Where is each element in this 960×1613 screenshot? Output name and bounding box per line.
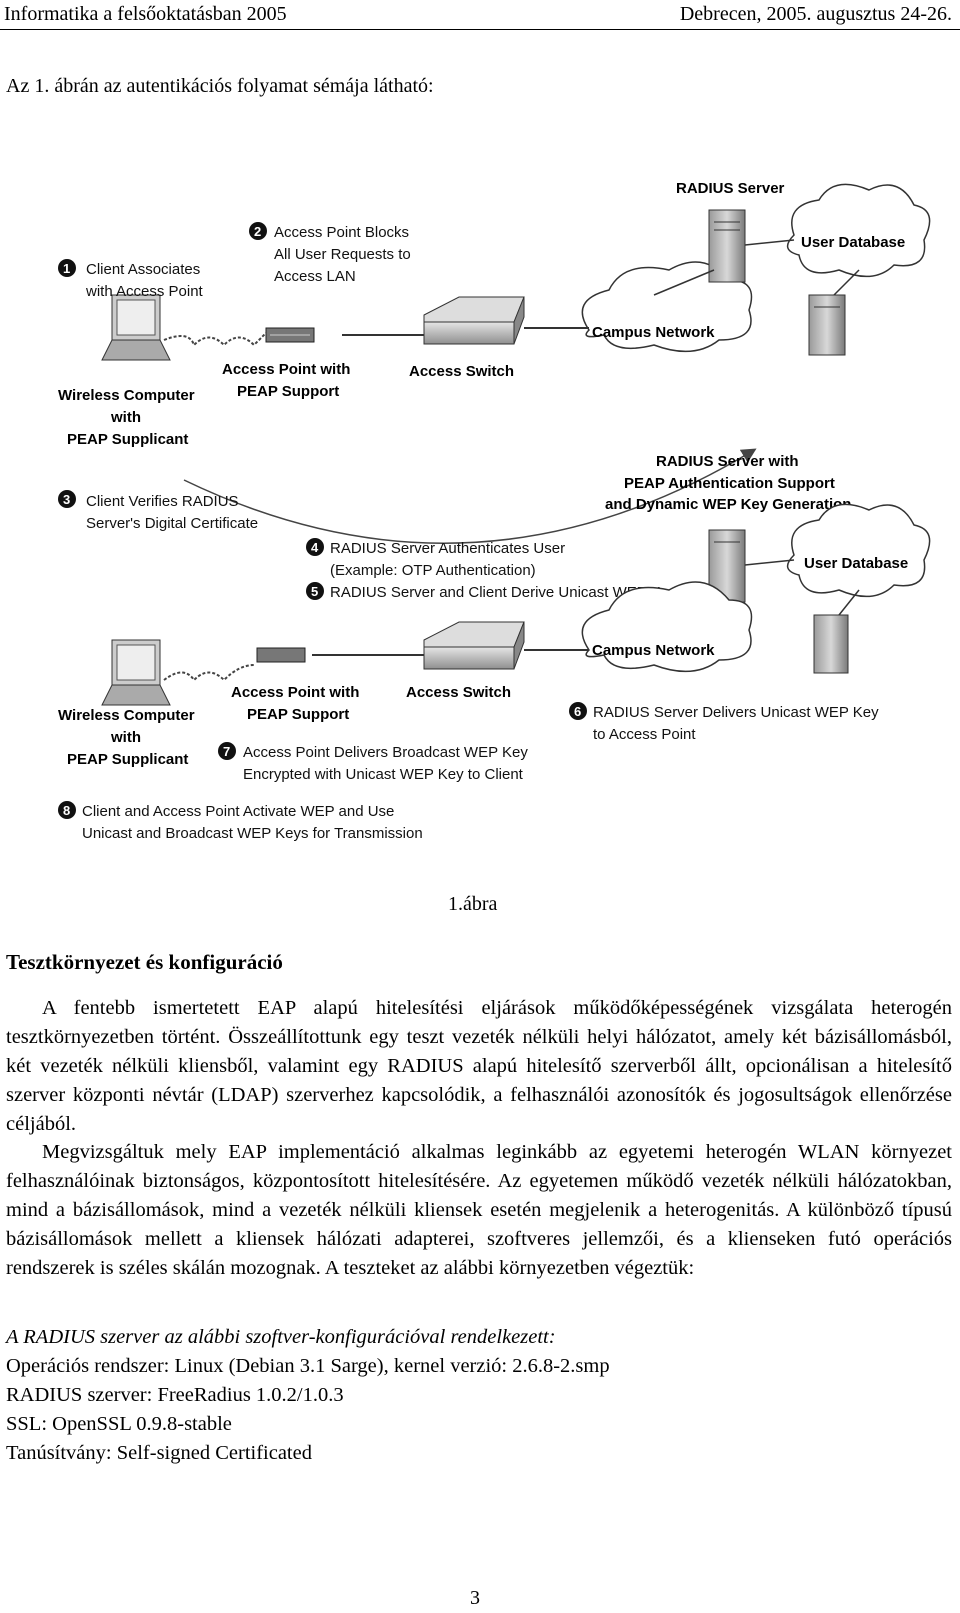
paragraph-2: Megvizsgáltuk mely EAP implementáció alk…	[6, 1141, 952, 1279]
access-switch-label-top: Access Switch	[409, 363, 514, 380]
svg-text:3: 3	[63, 492, 70, 507]
user-database-cloud-bottom	[786, 503, 931, 598]
figure-caption: 1.ábra	[448, 893, 498, 915]
step-8-line-1: Client and Access Point Activate WEP and…	[82, 803, 394, 820]
campus-network-cloud-bottom	[581, 581, 753, 673]
access-point-label-top-2: PEAP Support	[237, 383, 339, 400]
config-line-radius: RADIUS szerver: FreeRadius 1.0.2/1.0.3	[6, 1384, 344, 1406]
config-block: A RADIUS szerver az alábbi szoftver-konf…	[6, 1323, 610, 1468]
step-7-badge: 7	[218, 742, 236, 760]
config-line-cert: Tanúsítvány: Self-signed Certificated	[6, 1442, 312, 1464]
radius-server-icon	[708, 209, 746, 283]
wireless-label-bottom-2: with	[110, 729, 141, 746]
step-3-line-2: Server's Digital Certificate	[86, 515, 258, 532]
wireless-label-top-2: with	[110, 409, 141, 426]
step-4-line-1: RADIUS Server Authenticates User	[330, 540, 565, 557]
access-point-label-bottom-2: PEAP Support	[247, 706, 349, 723]
wireless-label-top-1: Wireless Computer	[58, 387, 195, 404]
wireless-label-bottom-1: Wireless Computer	[58, 707, 195, 724]
step-8-line-2: Unicast and Broadcast WEP Keys for Trans…	[82, 825, 423, 842]
database-server-icon-bottom	[813, 614, 849, 674]
svg-text:6: 6	[574, 704, 581, 719]
user-database-label-top: User Database	[801, 234, 905, 251]
step-1-line-2: with Access Point	[85, 283, 204, 300]
running-header-left: Informatika a felsőoktatásban 2005	[4, 3, 287, 25]
access-point-label-bottom-1: Access Point with	[231, 684, 359, 701]
config-heading: A RADIUS szerver az alábbi szoftver-konf…	[6, 1326, 556, 1348]
database-server-icon-top	[808, 294, 846, 356]
verification-arrow	[183, 448, 757, 544]
step-3-badge: 3	[58, 490, 76, 508]
page-number: 3	[470, 1587, 480, 1609]
step-4-badge: 4	[306, 538, 324, 556]
step-2-badge: 2	[249, 222, 267, 240]
user-database-cloud-top	[786, 183, 931, 278]
step-1-line-1: Client Associates	[86, 261, 200, 278]
laptop-icon-bottom	[101, 639, 171, 706]
step-4-line-2: (Example: OTP Authentication)	[330, 562, 536, 579]
svg-text:8: 8	[63, 803, 70, 818]
svg-text:7: 7	[223, 744, 230, 759]
step-7-line-1: Access Point Delivers Broadcast WEP Key	[243, 744, 528, 761]
intro-sentence: Az 1. ábrán az autentikációs folyamat sé…	[6, 75, 434, 97]
step-3-line-1: Client Verifies RADIUS	[86, 493, 239, 510]
section-title: Tesztkörnyezet és konfiguráció	[6, 950, 283, 974]
access-switch-label-bottom: Access Switch	[406, 684, 511, 701]
campus-network-label-bottom: Campus Network	[592, 642, 715, 659]
radius-peap-label-2: PEAP Authentication Support	[624, 475, 835, 492]
authentication-diagram: User Database Campus Network RADIUS Serv…	[54, 150, 960, 880]
svg-text:1: 1	[63, 261, 70, 276]
step-6-line-1: RADIUS Server Delivers Unicast WEP Key	[593, 704, 879, 721]
wireless-label-bottom-3: PEAP Supplicant	[67, 751, 188, 768]
step-5-badge: 5	[306, 582, 324, 600]
running-header-right: Debrecen, 2005. augusztus 24-26.	[679, 3, 952, 25]
step-2-line-1: Access Point Blocks	[274, 224, 409, 241]
svg-text:5: 5	[311, 584, 318, 599]
step-5-line-1: RADIUS Server and Client Derive Unicast …	[330, 584, 677, 601]
step-2-line-3: Access LAN	[274, 268, 356, 285]
laptop-icon-top	[101, 294, 171, 361]
access-point-icon-bottom	[256, 647, 306, 663]
radius-peap-label-1: RADIUS Server with	[656, 453, 799, 470]
step-1-badge: 1	[58, 259, 76, 277]
access-switch-icon-bottom	[423, 621, 525, 670]
campus-network-cloud-top	[581, 261, 753, 353]
step-8-badge: 8	[58, 801, 76, 819]
campus-network-label-top: Campus Network	[592, 324, 715, 341]
svg-text:4: 4	[311, 540, 319, 555]
paragraph-1: A fentebb ismertetett EAP alapú hitelesí…	[6, 997, 952, 1135]
step-7-line-2: Encrypted with Unicast WEP Key to Client	[243, 766, 524, 783]
radius-peap-label-3: and Dynamic WEP Key Generation	[605, 496, 851, 513]
step-2-line-2: All User Requests to	[274, 246, 411, 263]
config-line-os: Operációs rendszer: Linux (Debian 3.1 Sa…	[6, 1355, 610, 1377]
step-6-line-2: to Access Point	[593, 726, 696, 743]
config-line-ssl: SSL: OpenSSL 0.9.8-stable	[6, 1413, 232, 1435]
access-point-label-top-1: Access Point with	[222, 361, 350, 378]
step-6-badge: 6	[569, 702, 587, 720]
radius-server-label: RADIUS Server	[676, 180, 785, 197]
svg-text:2: 2	[254, 224, 261, 239]
user-database-label-bottom: User Database	[804, 555, 908, 572]
access-switch-icon-top	[423, 296, 525, 345]
access-point-icon-top	[265, 327, 315, 343]
header-rule	[0, 29, 960, 30]
wireless-label-top-3: PEAP Supplicant	[67, 431, 188, 448]
